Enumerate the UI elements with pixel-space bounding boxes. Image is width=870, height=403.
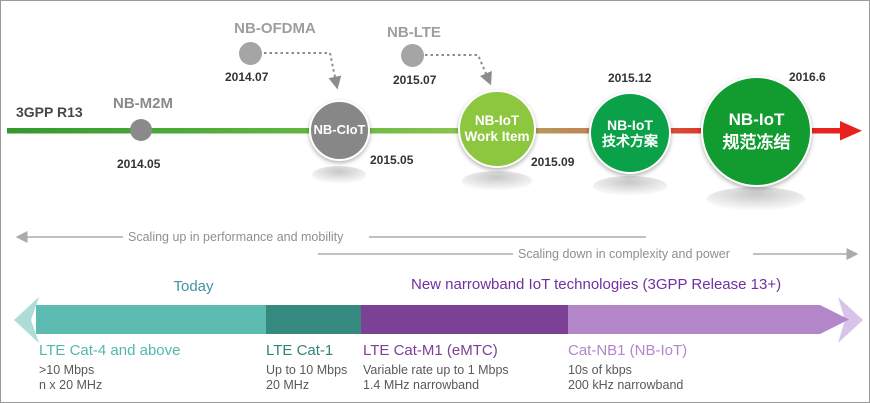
- node-date-nb-m2m: 2014.05: [117, 157, 161, 171]
- category-block-lte-cat1: LTE Cat-1 Up to 10 Mbps 20 MHz: [266, 342, 347, 392]
- node-date-nb-iot-freeze: 2016.6: [789, 70, 826, 84]
- node-circle-nb-iot-work-item: NB-IoT Work Item: [458, 90, 536, 168]
- node-circle-label-line1: NB-IoT: [474, 113, 520, 129]
- today-heading: Today: [173, 278, 214, 295]
- category-spec-rate: 10s of kbps: [568, 363, 632, 377]
- node-circle-nb-iot-tech-plan: NB-IoT 技术方案: [589, 92, 671, 174]
- reflection: [707, 187, 805, 211]
- category-block-lte-cat4: LTE Cat-4 and above >10 Mbps n x 20 MHz: [39, 342, 180, 392]
- node-dot-nb-m2m: [130, 119, 152, 141]
- category-spec-rate: Variable rate up to 1 Mbps: [363, 363, 509, 377]
- node-circle-label-line2: 规范冻结: [722, 132, 791, 152]
- node-date-nb-iot-work-item: 2015.09: [531, 155, 575, 169]
- node-dot-nb-ofdma: [239, 42, 262, 65]
- node-date-nb-ofdma: 2014.07: [225, 70, 269, 84]
- category-spec-bandwidth: n x 20 MHz: [39, 377, 103, 392]
- node-circle-label: NB-CIoT: [313, 122, 366, 138]
- bar-right-chevron: [838, 297, 863, 343]
- node-label-nb-ofdma: NB-OFDMA: [234, 20, 316, 37]
- category-name: LTE Cat-1: [266, 342, 334, 359]
- node-circle-label-line1: NB-IoT: [728, 110, 785, 130]
- category-spec-bandwidth: 1.4 MHz narrowband: [363, 377, 480, 392]
- scaling-up-label: Scaling up in performance and mobility: [128, 230, 344, 244]
- category-name: Cat-NB1 (NB-IoT): [568, 342, 688, 359]
- category-name: LTE Cat-M1 (eMTC): [363, 342, 498, 359]
- node-date-nb-lte: 2015.07: [393, 73, 437, 87]
- reflection: [312, 166, 366, 184]
- node-date-nb-ciot: 2015.05: [370, 153, 414, 167]
- release-label: 3GPP R13: [16, 104, 83, 120]
- node-label-nb-lte: NB-LTE: [387, 24, 441, 41]
- reflection: [462, 171, 532, 191]
- nb-ofdma-dotted-arrow: [264, 52, 342, 90]
- category-block-cat-nb1: Cat-NB1 (NB-IoT) 10s of kbps 200 kHz nar…: [568, 342, 687, 392]
- scaling-down-label: Scaling down in complexity and power: [518, 247, 730, 261]
- reflection: [593, 176, 667, 196]
- category-spec-bandwidth: 20 MHz: [266, 377, 310, 392]
- node-label-nb-m2m: NB-M2M: [113, 95, 173, 112]
- node-circle-nb-ciot: NB-CIoT: [309, 100, 370, 161]
- category-spec-rate: Up to 10 Mbps: [266, 363, 348, 377]
- category-spec-bandwidth: 200 kHz narrowband: [568, 377, 684, 392]
- bar-left-chevron: [14, 297, 39, 343]
- node-circle-nb-iot-freeze: NB-IoT 规范冻结: [701, 76, 812, 187]
- node-circle-label-line2: Work Item: [464, 129, 530, 144]
- bar-segment-catm1: [361, 305, 568, 334]
- bar-segment-cat4: [36, 305, 266, 334]
- new-tech-heading: New narrowband IoT technologies (3GPP Re…: [411, 276, 782, 293]
- node-date-nb-iot-tech-plan: 2015.12: [608, 71, 652, 85]
- bar-segment-catnb1: [568, 305, 849, 334]
- timeline-arrowhead: [840, 121, 862, 141]
- category-spec-rate: >10 Mbps: [39, 363, 95, 377]
- category-block-lte-catm1: LTE Cat-M1 (eMTC) Variable rate up to 1 …: [363, 342, 509, 392]
- bar-segment-cat1: [266, 305, 361, 334]
- category-name: LTE Cat-4 and above: [39, 342, 181, 359]
- node-circle-label-line1: NB-IoT: [607, 116, 653, 133]
- node-circle-label-line2: 技术方案: [602, 133, 658, 149]
- node-dot-nb-lte: [401, 44, 424, 67]
